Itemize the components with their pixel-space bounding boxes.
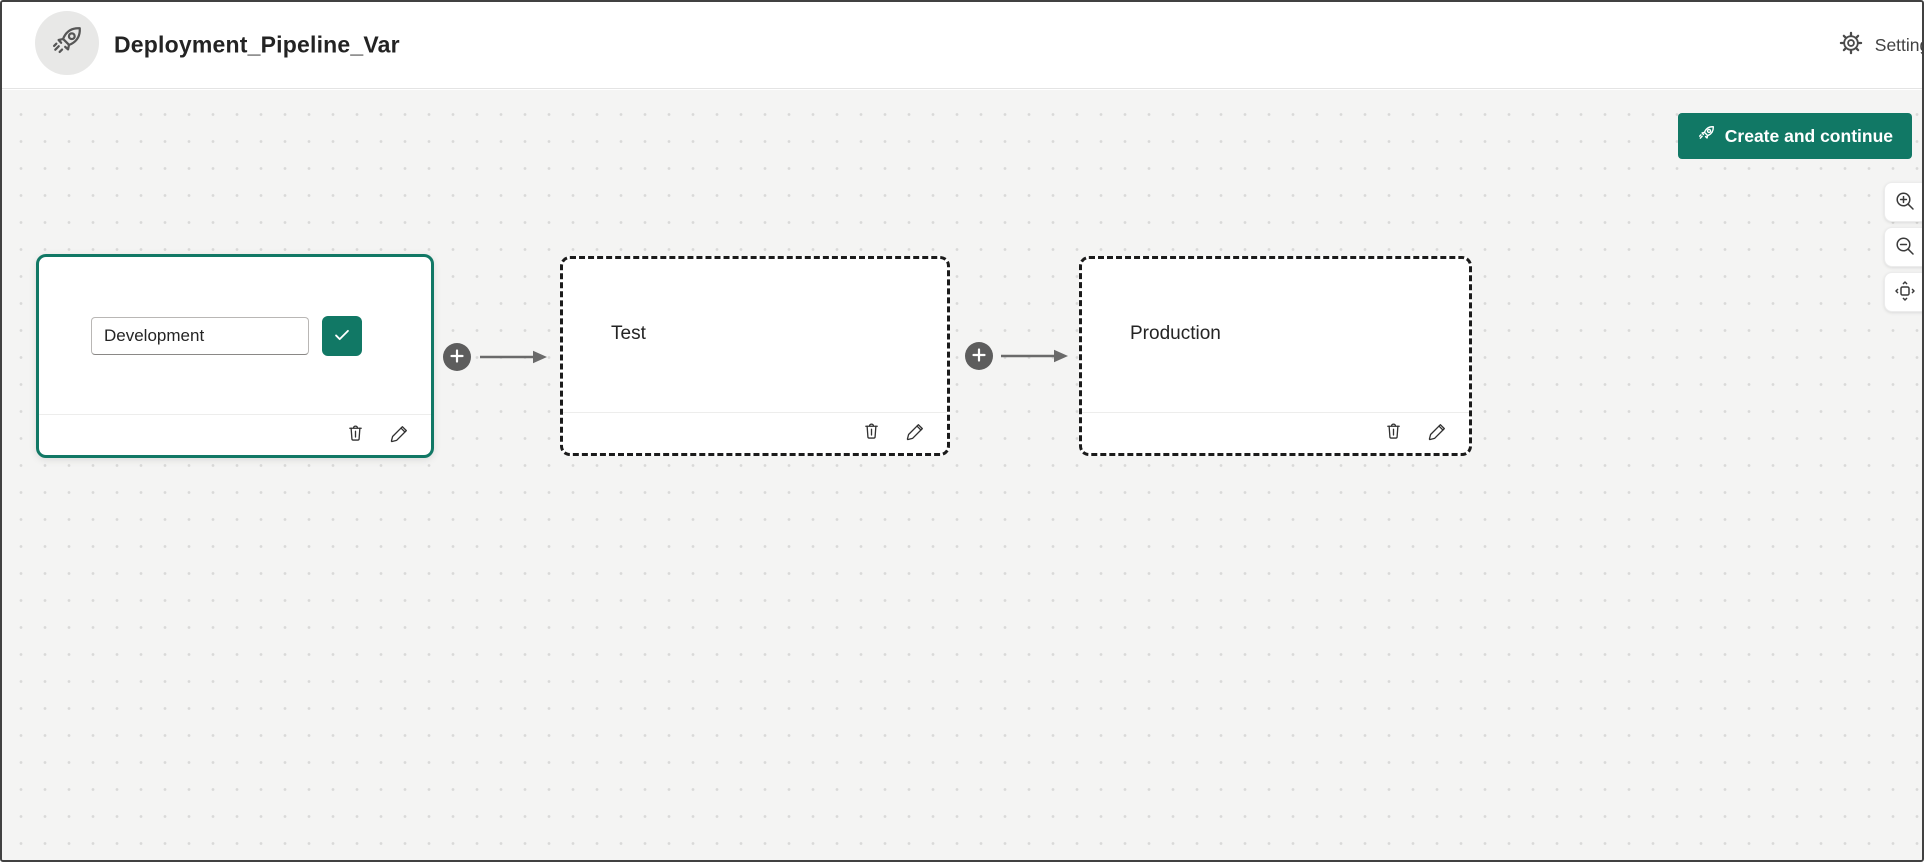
stage-card-footer [563, 412, 947, 453]
delete-stage-button[interactable] [345, 423, 366, 447]
connector-arrow [999, 349, 1069, 368]
app-header: Deployment_Pipeline_Var [2, 2, 1922, 89]
delete-stage-button[interactable] [1383, 421, 1404, 445]
pipeline-canvas: Create and continue [2, 90, 1922, 860]
settings-label[interactable]: Settings [1874, 34, 1922, 55]
pencil-icon [1427, 421, 1448, 445]
stage-card-production[interactable]: Production [1079, 256, 1472, 456]
edit-stage-button[interactable] [905, 421, 926, 445]
plus-icon [449, 348, 465, 367]
gear-icon[interactable] [1838, 30, 1864, 61]
trash-icon [1383, 421, 1404, 445]
pencil-icon [389, 423, 410, 447]
zoom-out-button[interactable] [1884, 227, 1922, 267]
canvas-zoom-controls [1884, 182, 1922, 312]
zoom-in-button[interactable] [1884, 182, 1922, 222]
page-title: Deployment_Pipeline_Var [114, 31, 400, 58]
stage-card-development[interactable] [36, 254, 434, 458]
pencil-icon [905, 421, 926, 445]
edit-stage-button[interactable] [389, 423, 410, 447]
confirm-stage-name-button[interactable] [322, 316, 362, 356]
trash-icon [345, 423, 366, 447]
zoom-out-icon [1893, 234, 1917, 261]
stage-name-label: Test [611, 323, 646, 344]
pipeline-avatar [35, 11, 99, 75]
fit-to-screen-icon [1893, 279, 1917, 306]
rocket-icon [49, 23, 85, 64]
plus-icon [971, 347, 987, 366]
create-and-continue-label: Create and continue [1724, 125, 1893, 146]
checkmark-icon [331, 324, 353, 349]
add-stage-button[interactable] [443, 343, 471, 371]
add-stage-button[interactable] [965, 342, 993, 370]
create-and-continue-button[interactable]: Create and continue [1677, 113, 1912, 159]
trash-icon [861, 421, 882, 445]
delete-stage-button[interactable] [861, 421, 882, 445]
stage-card-footer [39, 414, 431, 455]
zoom-in-icon [1893, 189, 1917, 216]
settings-button[interactable]: Settings [1838, 2, 1922, 88]
connector-arrow [478, 350, 548, 369]
fit-to-screen-button[interactable] [1884, 272, 1922, 312]
stage-name-label: Production [1130, 323, 1221, 344]
stage-card-footer [1082, 412, 1469, 453]
stage-name-input[interactable] [91, 317, 309, 355]
rocket-icon [1697, 124, 1716, 148]
stage-card-test[interactable]: Test [560, 256, 950, 456]
edit-stage-button[interactable] [1427, 421, 1448, 445]
